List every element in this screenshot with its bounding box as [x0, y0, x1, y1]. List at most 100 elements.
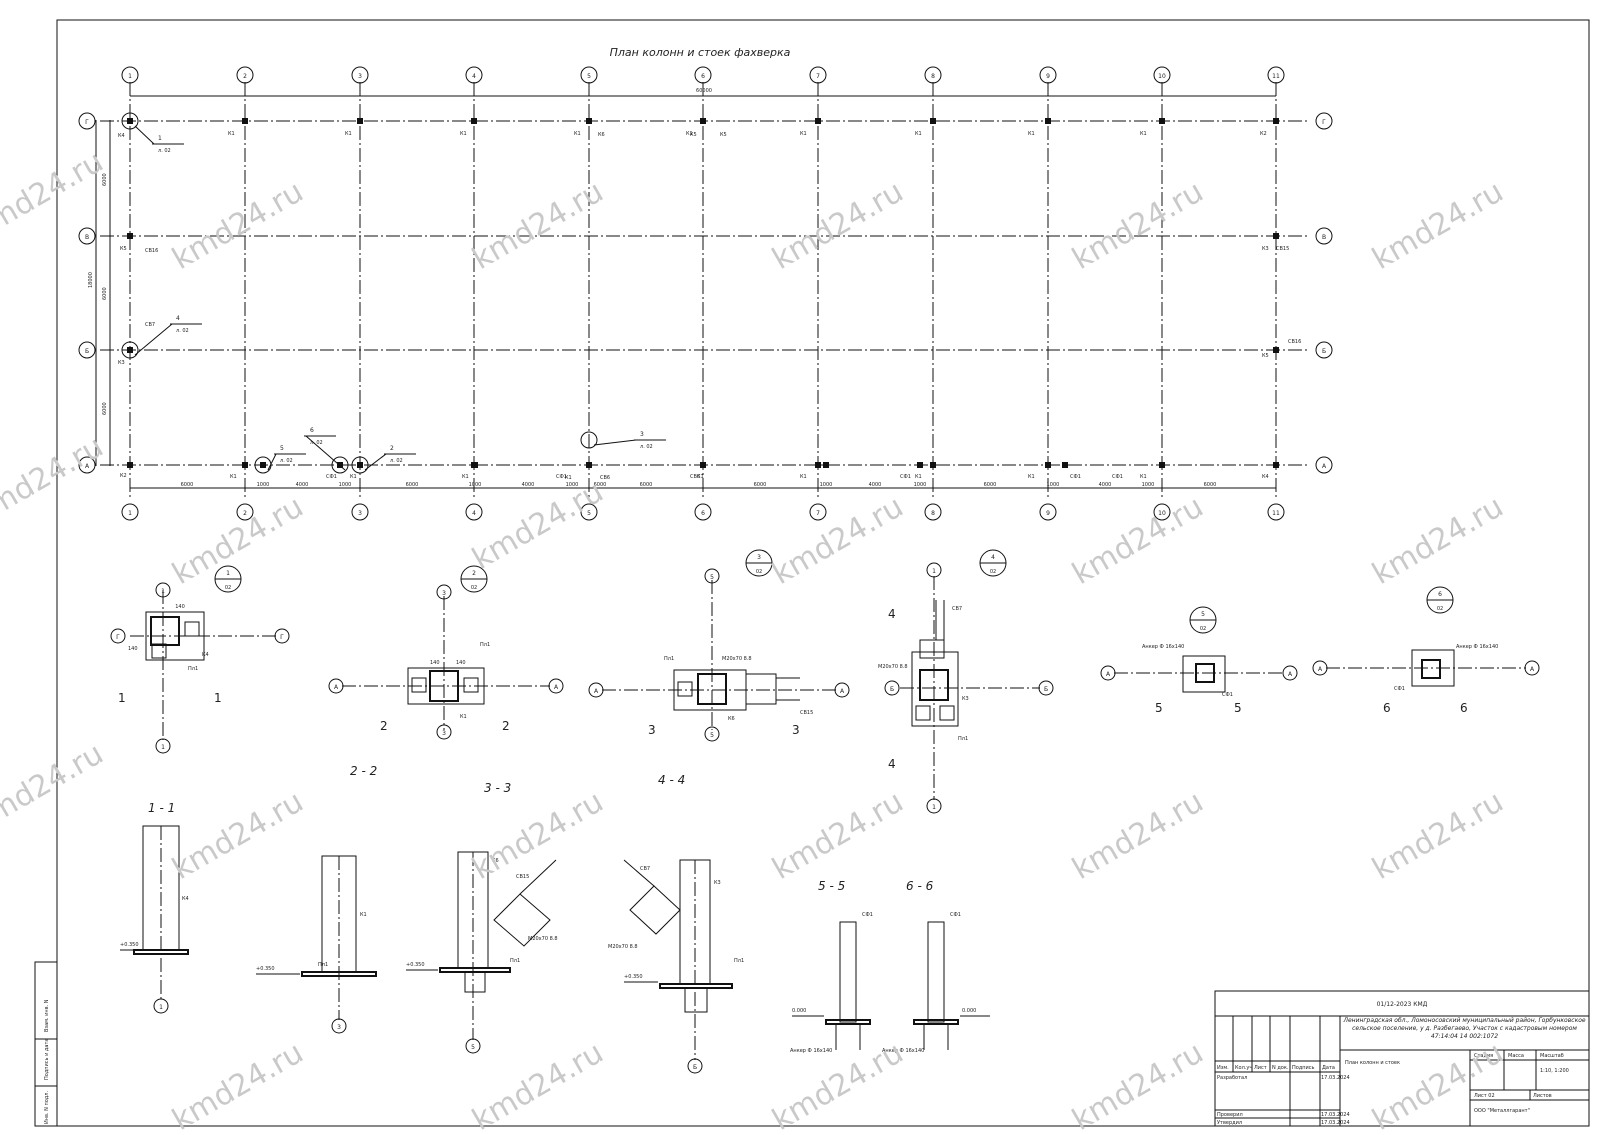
axis-number-top: 2 — [243, 73, 247, 80]
column-label: К1 — [800, 131, 807, 137]
svg-text:М20х70 8.8: М20х70 8.8 — [528, 936, 558, 942]
column-label: К1 — [228, 131, 235, 137]
axis-number-bottom: 4 — [472, 510, 476, 517]
node-callout-circle — [121, 112, 139, 130]
column-label: К1 — [345, 131, 352, 137]
svg-text:6: 6 — [1383, 701, 1391, 715]
axis-bubble-top — [1039, 66, 1057, 84]
svg-text:140: 140 — [175, 604, 185, 610]
axis-bubble-bottom — [121, 503, 139, 521]
svg-text:А: А — [1530, 666, 1535, 673]
title-block: 01/12-2023 КМД Ленинградская обл., Ломон… — [1214, 990, 1590, 1127]
bottom-dim: 4000 — [869, 482, 882, 488]
svg-text:Разработал: Разработал — [1217, 1075, 1247, 1081]
axis-bubble-bottom — [465, 503, 483, 521]
stamp-sheet-title: План колонн и стоек — [1345, 1060, 1400, 1066]
svg-text:4: 4 — [991, 554, 995, 561]
column-label: К1 — [460, 131, 467, 137]
watermarks: kmd24.ru kmd24.ru kmd24.ru kmd24.ru kmd24.ru… — [0, 144, 1510, 1135]
section-5: 0.000 СФ1 Анкер Ф 16х140 — [790, 912, 873, 1054]
column-mark — [930, 462, 936, 468]
column-mark — [127, 233, 133, 239]
svg-text:А: А — [1288, 671, 1293, 678]
column-mark — [357, 118, 363, 124]
svg-text:Анкер Ф 16х140: Анкер Ф 16х140 — [882, 1048, 924, 1054]
svg-text:М20х70 8.8: М20х70 8.8 — [878, 664, 908, 670]
axis-number-top: 5 — [587, 73, 591, 80]
svg-text:К4: К4 — [202, 652, 209, 658]
column-label: СВ15 — [1276, 246, 1289, 252]
column-label: СФ1 — [900, 474, 911, 480]
svg-text:А: А — [1318, 666, 1323, 673]
axis-bubble-left — [78, 456, 96, 474]
svg-text:А: А — [840, 688, 845, 695]
watermark: kmd24.ru — [167, 174, 310, 277]
svg-text:0.000: 0.000 — [792, 1008, 806, 1014]
svg-text:А: А — [334, 684, 339, 691]
column-mark — [242, 462, 248, 468]
watermark: kmd24.ru — [767, 489, 910, 592]
watermark: kmd24.ru — [0, 429, 109, 532]
column-label: К1 — [915, 131, 922, 137]
section-1: +0.350 К4 1 — [120, 825, 189, 1014]
svg-text:N док.: N док. — [1272, 1065, 1289, 1071]
svg-text:2: 2 — [472, 570, 476, 577]
axis-letter-left: Б — [85, 348, 89, 355]
svg-text:+0.350: +0.350 — [624, 974, 643, 980]
column-mark — [1159, 462, 1165, 468]
axis-bubble-top — [580, 66, 598, 84]
column-mark — [242, 118, 248, 124]
column-mark — [127, 347, 133, 353]
axis-bubble-right — [1315, 341, 1333, 359]
axis-bubble-right — [1315, 227, 1333, 245]
column-label: К4 — [118, 133, 125, 139]
column-label: К2 — [1260, 131, 1267, 137]
svg-text:СФ1: СФ1 — [862, 912, 873, 918]
svg-text:02: 02 — [756, 569, 762, 575]
axis-letter-right: Г — [1322, 119, 1326, 126]
svg-text:Лист: Лист — [1254, 1065, 1267, 1071]
svg-text:1: 1 — [159, 1004, 163, 1011]
bottom-dim: 1000 — [1142, 482, 1155, 488]
svg-text:6: 6 — [1460, 701, 1468, 715]
axis-number-top: 8 — [931, 73, 935, 80]
watermark: kmd24.ru — [1367, 174, 1510, 277]
svg-text:А: А — [1106, 671, 1111, 678]
node-6: 6 02 А А Анкер Ф 16х140 СФ1 6 6 — [1312, 586, 1540, 715]
bottom-dim: 1000 — [1047, 482, 1060, 488]
watermark: kmd24.ru — [767, 784, 910, 887]
column-mark — [700, 118, 706, 124]
svg-text:1: 1 — [161, 588, 165, 595]
axis-number-top: 6 — [701, 73, 705, 80]
side-stamp — [34, 961, 58, 1127]
watermark: kmd24.ru — [167, 1035, 310, 1131]
node-callout-sheet: л. 02 — [310, 440, 323, 446]
column-mark — [1045, 118, 1051, 124]
svg-text:6: 6 — [1438, 591, 1442, 598]
svg-text:1: 1 — [161, 744, 165, 751]
svg-text:Масса: Масса — [1508, 1053, 1524, 1059]
svg-text:Пл1: Пл1 — [510, 958, 520, 964]
watermark: kmd24.ru — [1067, 489, 1210, 592]
column-label: СВ16 — [145, 248, 158, 254]
column-label: К1 — [915, 474, 922, 480]
column-label: СФ1 — [326, 474, 337, 480]
column-mark — [1273, 233, 1279, 239]
node-callout-sheet: л. 02 — [176, 328, 189, 334]
axis-number-bottom: 1 — [128, 510, 132, 517]
svg-text:5: 5 — [710, 732, 714, 739]
svg-text:К3: К3 — [962, 696, 969, 702]
axis-letter-right: В — [1322, 234, 1326, 241]
axis-bubble-top — [1153, 66, 1171, 84]
bottom-dim: 1000 — [566, 482, 579, 488]
section-3: +0.350 К6 СВ15 М20х70 8.8 Пл1 5 — [406, 851, 558, 1054]
svg-text:1: 1 — [214, 691, 222, 705]
column-mark — [815, 462, 821, 468]
svg-text:5: 5 — [710, 574, 714, 581]
axis-bubble-bottom — [351, 503, 369, 521]
axis-number-top: 10 — [1158, 73, 1166, 80]
column-label: К2 — [120, 473, 127, 479]
axis-bubble-top — [809, 66, 827, 84]
node-callout-leader — [305, 435, 346, 471]
column-label: СФ1 — [1112, 474, 1123, 480]
